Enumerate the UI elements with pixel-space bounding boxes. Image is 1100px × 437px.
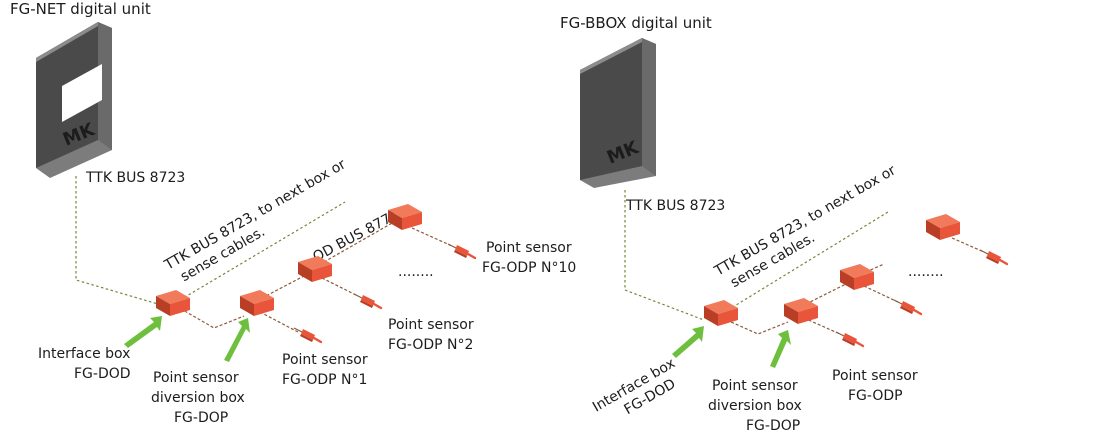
sensor-2-label-1: Point sensor — [388, 317, 474, 333]
fg-net-unit: MK — [36, 22, 112, 178]
unit-screen — [62, 64, 102, 122]
right-diversion-box-label-2: diversion box — [708, 398, 802, 414]
right-bus-link-5 — [863, 285, 899, 303]
left-bus-link-5 — [321, 277, 359, 297]
sensor-1-label-2: FG-ODP N°1 — [282, 372, 367, 388]
right-box-4 — [926, 214, 960, 240]
right-ellipsis: ........ — [908, 264, 944, 280]
right-sensor-label-2: FG-ODP — [848, 388, 903, 404]
right-bus-link-7 — [951, 237, 985, 253]
right-sensor-label-1: Point sensor — [832, 368, 918, 384]
sensor-1-label-1: Point sensor — [282, 352, 368, 368]
arrow-icon — [672, 326, 704, 358]
right-diversion-box-label-3: FG-DOP — [746, 418, 800, 434]
sensor-2-label-2: FG-ODP N°2 — [388, 337, 473, 353]
diversion-box-label-2: diversion box — [151, 390, 245, 406]
interface-box-label-2: FG-DOD — [74, 366, 131, 382]
arrow-icon — [770, 330, 791, 368]
left-bus-link-1 — [175, 305, 245, 329]
left-bus-link-6 — [411, 227, 453, 247]
right-ttk-bus-label: TTK BUS 8723 — [625, 198, 725, 214]
right-diversion-box-label-1: Point sensor — [712, 378, 798, 394]
diversion-box-right — [784, 298, 818, 324]
right-bus-link-3 — [865, 263, 885, 273]
interface-box-left — [156, 290, 190, 316]
point-sensor-right-2 — [892, 298, 923, 316]
sensor-10-label-2: FG-ODP N°10 — [482, 260, 576, 276]
left-ellipsis: ........ — [398, 264, 434, 280]
left-bus-link-2 — [261, 275, 305, 299]
right-bus-link-4 — [803, 317, 841, 335]
point-sensor-right-3 — [978, 248, 1009, 266]
diversion-box-label-1: Point sensor — [153, 370, 239, 386]
sensor-10-label-1: Point sensor — [486, 240, 572, 256]
right-box-3 — [840, 264, 874, 290]
arrow-icon — [124, 316, 162, 348]
point-sensor-2 — [352, 292, 383, 310]
diversion-box-left — [240, 290, 274, 316]
point-sensor-1 — [292, 326, 323, 344]
left-ttk-bus-label: TTK BUS 8723 — [85, 170, 185, 186]
right-next-box-cable — [727, 211, 889, 311]
diversion-box-label-3: FG-DOP — [174, 410, 228, 426]
left-bus-link-4 — [259, 311, 299, 333]
left-ttk-bus-cable — [75, 176, 159, 305]
arrow-icon — [224, 318, 250, 362]
left-bus-link-3 — [323, 221, 395, 263]
right-ttk-bus-cable — [624, 190, 705, 321]
left-next-box-cable — [179, 201, 346, 301]
interface-box-right — [704, 300, 738, 326]
right-unit-title: FG-BBOX digital unit — [560, 14, 712, 32]
right-bus-link-2 — [805, 283, 847, 305]
point-sensor-right — [834, 330, 865, 348]
interface-box-label-1: Interface box — [38, 346, 130, 362]
fg-bbox-unit: MK — [580, 38, 656, 188]
right-bus-link-1 — [721, 317, 789, 335]
left-unit-title: FG-NET digital unit — [10, 0, 151, 18]
point-sensor-10 — [446, 242, 477, 260]
